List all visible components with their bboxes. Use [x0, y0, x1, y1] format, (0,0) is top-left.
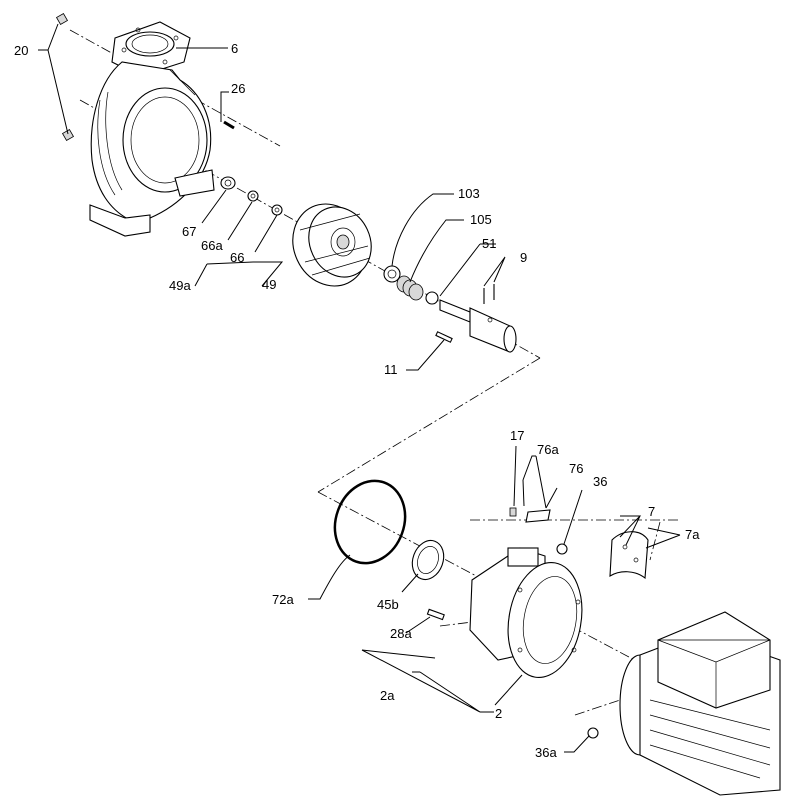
label-7: 7: [648, 504, 655, 519]
label-67: 67: [182, 224, 196, 239]
bolt-28a: [426, 608, 445, 621]
label-36: 36: [593, 474, 607, 489]
washer-66a: [247, 190, 259, 202]
label-45b: 45b: [377, 597, 399, 612]
label-9: 9: [520, 250, 527, 265]
label-26: 26: [231, 81, 245, 96]
label-28a: 28a: [390, 626, 412, 641]
seal-105: [396, 275, 424, 301]
label-76a: 76a: [537, 442, 559, 457]
label-76: 76: [569, 461, 583, 476]
nut-36: [556, 543, 568, 555]
pin-26: [223, 120, 235, 130]
motor: [619, 611, 781, 796]
cover-76: [525, 509, 551, 523]
label-20: 20: [14, 43, 28, 58]
label-2a: 2a: [380, 688, 395, 703]
o-ring-72a: [333, 479, 407, 565]
label-103: 103: [458, 186, 480, 201]
label-11: 11: [384, 362, 398, 377]
label-66: 66: [230, 250, 244, 265]
shaft-51: [425, 291, 517, 353]
bolt-20: [55, 12, 75, 142]
nut-67: [220, 176, 236, 190]
label-66a: 66a: [201, 238, 223, 253]
label-105: 105: [470, 212, 492, 227]
impeller-49: [292, 203, 372, 287]
label-49a: 49a: [169, 278, 191, 293]
ring-45b: [411, 539, 445, 581]
key-11: [435, 331, 453, 343]
pump-casing-6: [89, 21, 215, 237]
label-2: 2: [495, 706, 502, 721]
screws-9: [483, 284, 495, 304]
washer-66: [271, 204, 283, 216]
seal-103: [383, 265, 401, 283]
label-36a: 36a: [535, 745, 557, 760]
part-labels: 20 6 26 67 66a 66 49a 49 103 105 51 9 11…: [14, 41, 700, 760]
adapter-2: [469, 547, 583, 679]
label-51: 51: [482, 236, 496, 251]
nut-36a: [587, 727, 599, 739]
label-17: 17: [510, 428, 524, 443]
label-6: 6: [231, 41, 238, 56]
label-7a: 7a: [685, 527, 700, 542]
label-49: 49: [262, 277, 276, 292]
label-72a: 72a: [272, 592, 294, 607]
leader-lines: [38, 23, 681, 753]
plug-17: [509, 507, 517, 517]
